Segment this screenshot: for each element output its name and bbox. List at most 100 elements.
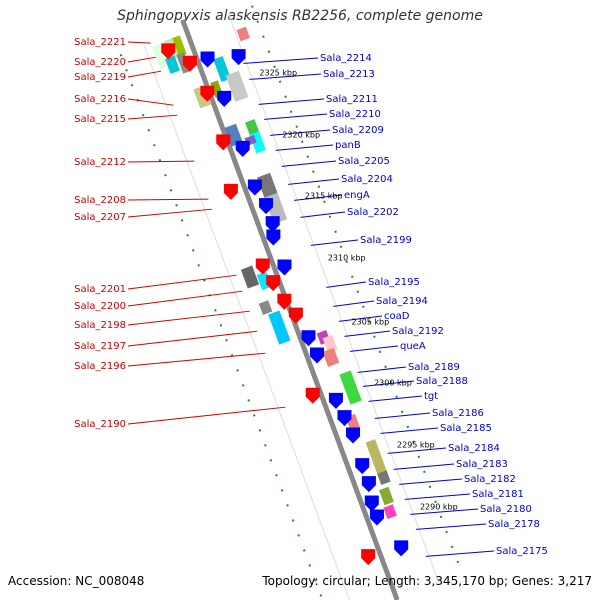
position-tick-label: 2305 kbp	[352, 318, 390, 327]
gene-label-right: Sala_2195	[368, 277, 420, 288]
gene-arrow	[255, 258, 270, 275]
gene-arrow	[217, 90, 232, 107]
gene-arrow	[305, 387, 320, 404]
gene-block	[240, 265, 260, 289]
gene-arrow	[216, 134, 231, 151]
gene-label-right: Sala_2186	[432, 408, 484, 419]
leader-line-right	[326, 281, 367, 288]
gene-arrow	[346, 427, 361, 444]
gene-block	[339, 370, 362, 405]
gene-arrow	[277, 259, 292, 276]
gene-block	[165, 55, 180, 74]
gene-arrow	[301, 330, 316, 347]
genome-info-label: Topology: circular; Length: 3,345,170 bp…	[262, 574, 592, 588]
leader-line-right	[349, 345, 399, 352]
gene-label-left: Sala_2197	[74, 341, 126, 352]
leader-line-right	[425, 550, 495, 557]
leader-line-left	[127, 198, 209, 201]
gene-block	[378, 486, 394, 506]
gene-arrow	[259, 198, 274, 215]
leader-line-right	[294, 194, 343, 201]
leader-line-right	[410, 508, 479, 515]
gene-label-right: Sala_2194	[376, 296, 428, 307]
gene-label-left: Sala_2212	[74, 157, 126, 168]
gene-labels: Sala_2221Sala_2220Sala_2219Sala_2216Sala…	[74, 37, 548, 557]
gene-label-right: panB	[335, 140, 361, 151]
gene-block	[365, 439, 389, 481]
leader-line-left	[127, 274, 237, 290]
gene-arrow	[223, 183, 238, 200]
leader-line-right	[393, 463, 455, 470]
leader-line-right	[310, 239, 359, 246]
gene-arrow	[247, 179, 262, 196]
gene-label-right: Sala_2209	[332, 125, 384, 136]
gene-label-left: Sala_2216	[74, 94, 126, 105]
leader-line-right	[362, 380, 415, 387]
gene-label-right: coaD	[384, 311, 410, 322]
gene-arrow	[265, 216, 280, 233]
gene-label-left: Sala_2196	[74, 361, 126, 372]
leader-line-left	[127, 406, 286, 425]
gene-arrow	[361, 549, 376, 566]
leader-line-right	[333, 300, 375, 307]
gene-block	[225, 70, 249, 102]
gene-arrow	[161, 43, 176, 60]
gene-label-left: Sala_2201	[74, 284, 126, 295]
gene-arrow	[200, 51, 215, 68]
leader-line-left	[127, 330, 258, 347]
gene-label-right: Sala_2185	[440, 423, 492, 434]
gene-label-right: Sala_2211	[326, 94, 378, 105]
gene-label-right: Sala_2213	[323, 69, 375, 80]
leader-line-right	[270, 129, 331, 136]
leader-line-right	[368, 395, 423, 402]
leader-line-right	[380, 427, 439, 434]
leader-line-left	[127, 352, 266, 367]
accession-label: Accession: NC_008048	[8, 574, 145, 588]
leader-line-right	[243, 57, 319, 64]
gene-block	[152, 44, 168, 70]
leader-line-right	[357, 366, 407, 373]
position-tick-label: 2320 kbp	[282, 131, 320, 140]
gene-label-right: Sala_2178	[488, 519, 540, 530]
gene-arrow	[277, 293, 292, 310]
gene-label-right: Sala_2199	[360, 235, 412, 246]
gene-block	[258, 300, 273, 315]
gene-label-right: tgt	[424, 391, 438, 402]
gene-label-left: Sala_2219	[74, 72, 126, 83]
leader-line-right	[249, 73, 322, 80]
leader-line-left	[127, 98, 174, 106]
gene-label-left: Sala_2208	[74, 195, 126, 206]
gene-label-right: Sala_2189	[408, 362, 460, 373]
leader-line-right	[404, 493, 471, 500]
map-title: Sphingopyxis alaskensis RB2256, complete…	[117, 8, 483, 24]
ring-edge-right	[228, 14, 440, 585]
position-tick-label: 2290 kbp	[420, 503, 458, 512]
gene-label-right: Sala_2205	[338, 156, 390, 167]
leader-line-left	[127, 310, 250, 326]
gene-label-right: Sala_2202	[347, 207, 399, 218]
gene-arrow	[288, 307, 303, 324]
position-tick-label: 2315 kbp	[305, 192, 343, 201]
leader-line-right	[258, 98, 325, 105]
leader-line-right	[288, 178, 340, 185]
gene-label-right: Sala_2175	[496, 546, 548, 557]
gene-arrow	[235, 140, 250, 157]
leader-line-left	[127, 70, 162, 78]
leader-line-left	[127, 41, 151, 44]
gene-block	[377, 470, 391, 485]
gene-arrow	[266, 229, 281, 246]
gene-label-left: Sala_2200	[74, 301, 126, 312]
gene-label-right: Sala_2192	[392, 326, 444, 337]
leader-line-right	[264, 113, 328, 120]
gene-block	[236, 26, 250, 42]
leader-line-left	[127, 56, 156, 63]
gene-label-right: Sala_2210	[329, 109, 381, 120]
gene-arrow	[355, 458, 370, 475]
gene-label-left: Sala_2215	[74, 114, 126, 125]
leader-line-right	[399, 478, 463, 485]
leader-line-right	[374, 412, 431, 419]
gene-label-right: Sala_2204	[341, 174, 393, 185]
gene-label-left: Sala_2198	[74, 320, 126, 331]
